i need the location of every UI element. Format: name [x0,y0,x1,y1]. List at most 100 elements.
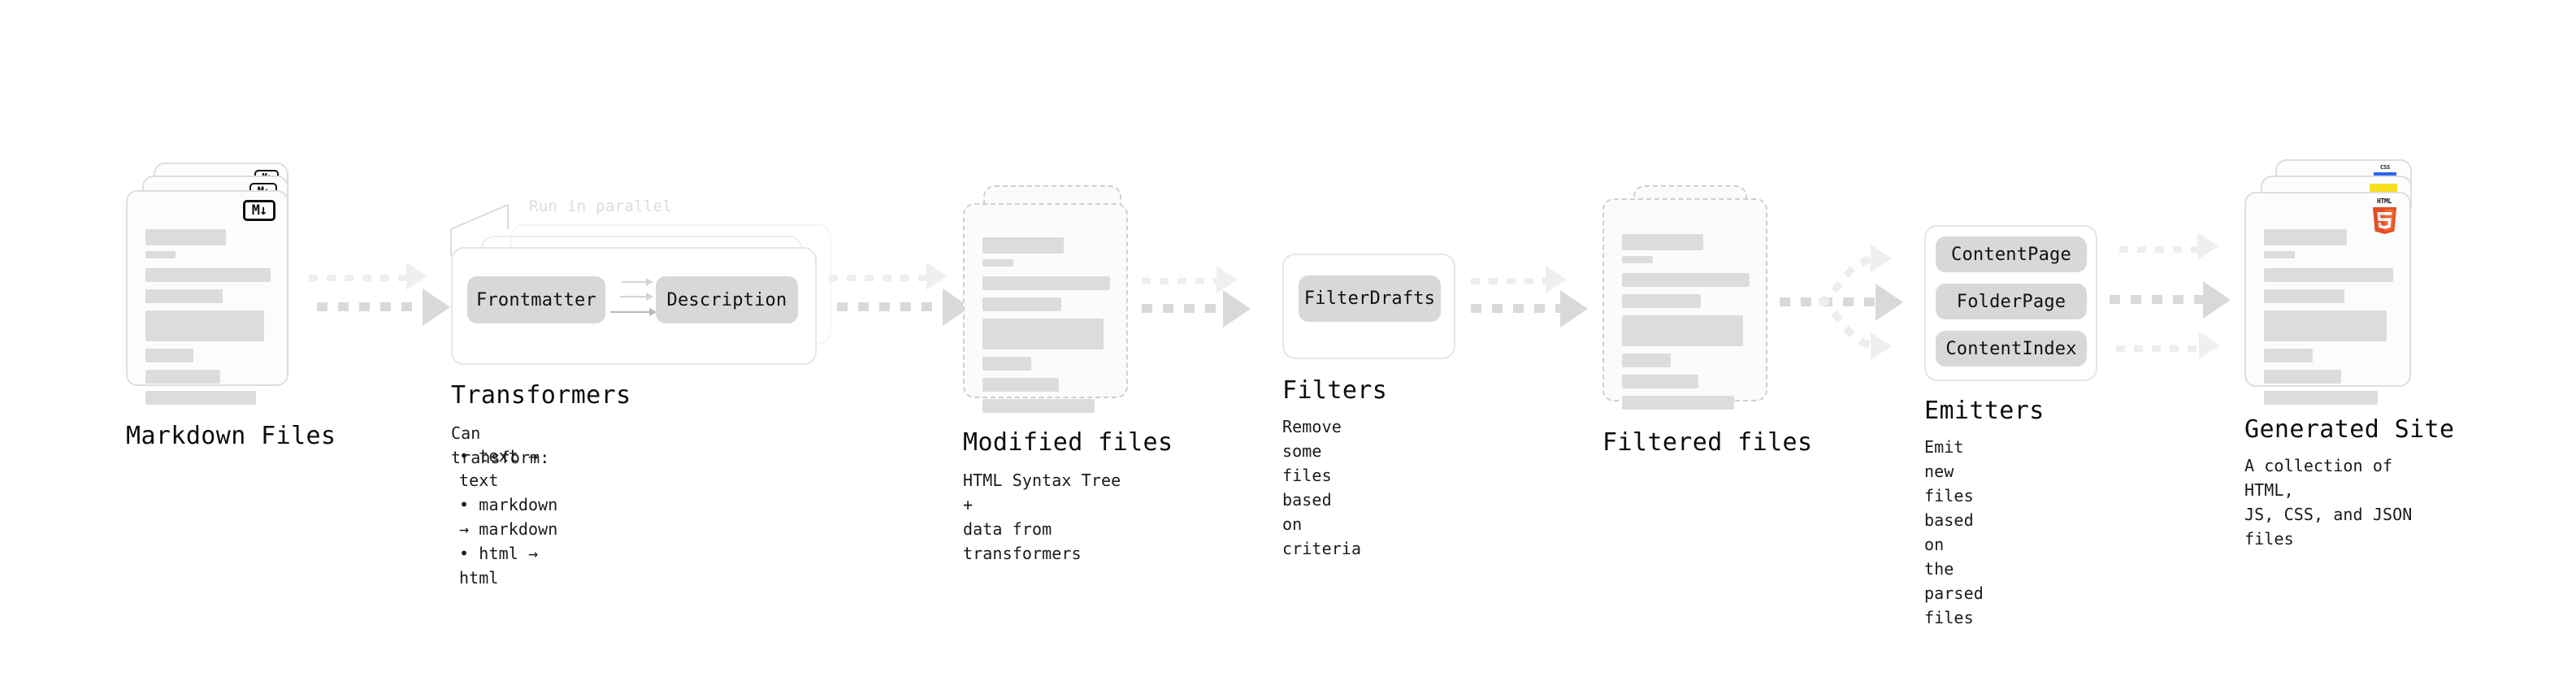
html5-badge-icon: HTML [2369,198,2400,236]
transformers-caption: Can transform: [451,423,550,467]
placeholder-line [1622,315,1744,346]
connector-arrowhead [1546,266,1567,293]
placeholder-line [1622,234,1704,250]
stage-generated-site: CSS HTML [2244,159,2454,549]
connector-dotted-line [317,302,435,311]
placeholder-line [982,259,1013,267]
placeholder-line [2264,310,2387,341]
placeholder-line [2264,229,2347,245]
connector-dotted-line [1142,278,1223,284]
transformers-bullet-item: • html → html [459,544,539,588]
connector-arrowhead [926,262,948,290]
generated-site-caption: A collection of HTML, JS, CSS, and JSON … [2244,456,2413,549]
connector-transformers-to-modified [829,262,971,358]
connector-dotted-line [829,275,935,281]
connector-dotted-line [309,275,414,281]
placeholder-line [1622,273,1750,287]
connector-filtered-to-emitters [1780,236,1926,378]
placeholder-line [982,399,1095,413]
transformers-bullet-list: • text → text • markdown → markdown • ht… [459,444,557,590]
connector-arrowhead [423,288,450,326]
transformer-description-pill[interactable]: Description [656,276,798,323]
filter-filterdrafts-pill[interactable]: FilterDrafts [1299,275,1441,322]
connector-emitters-to-site [2110,232,2248,380]
transformer-frontmatter-pill[interactable]: Frontmatter [467,276,605,323]
placeholder-line [982,319,1104,349]
connector-dotted-line [2116,345,2205,352]
placeholder-line [145,268,271,282]
connector-dotted-line [2119,246,2205,253]
transformers-bullet-item: • text → text [459,446,539,490]
connector-arrowhead [1871,332,1892,360]
bullet-text: text → text [459,446,539,490]
connector-arrowhead [1876,284,1903,321]
stage-title-transformers: Transformers [451,381,631,410]
placeholder-line [982,237,1065,254]
stage-title-filtered-files: Filtered files [1602,428,1813,457]
transform-flow-arrow [622,278,653,286]
emitter-folderpage-pill[interactable]: FolderPage [1936,284,2087,319]
connector-arrowhead [1560,290,1588,327]
connector-arrowhead [2203,281,2231,319]
stage-title-emitters: Emitters [1924,397,2045,425]
placeholder-line [1622,375,1699,388]
connector-dotted-line [837,302,955,311]
emitter-contentindex-pill[interactable]: ContentIndex [1936,331,2087,367]
connector-dotted-line [2110,295,2214,304]
generated-site-stack: CSS HTML [2244,159,2419,405]
stage-title-generated-site: Generated Site [2244,415,2455,444]
placeholder-line [145,391,256,405]
html5-shield-shape [2372,207,2396,234]
placeholder-line [2264,289,2344,303]
fanout-branches [1818,254,1878,350]
modified-doc-front [963,203,1128,413]
stage-title-modified-files: Modified files [963,428,1173,457]
modified-files-caption: HTML Syntax Tree + data from transformer… [963,471,1121,563]
placeholder-line [145,251,176,258]
placeholder-line [1622,294,1702,308]
emitters-caption: Emit new files based on the parsed files [1924,437,1984,627]
connector-filters-to-filtered [1471,266,1601,332]
connector-arrowhead [406,262,427,290]
bullet-text: html → html [459,544,539,588]
connector-arrowhead [1216,266,1238,293]
placeholder-line [145,310,265,341]
connector-arrowhead [1223,290,1251,327]
bullet-text: markdown → markdown [459,495,558,539]
modified-file-stack [963,185,1134,413]
css-badge-icon: CSS [2373,165,2397,179]
placeholder-line [145,229,226,245]
filters-caption: Remove some files based on criteria [1282,417,1362,558]
stage-filtered-files: Filtered files [1602,185,1812,457]
connector-md-to-transformers [309,262,451,358]
markdown-file-stack: M↓ M↓ M↓ [126,163,297,405]
connector-modified-to-filters [1142,266,1264,332]
connector-arrowhead [2197,232,2218,260]
markdown-badge-icon: M↓ [243,200,275,221]
placeholder-line [982,378,1060,392]
connector-dotted-line [1780,297,1889,306]
placeholder-line [1622,354,1671,367]
stage-title-markdown-files: Markdown Files [126,422,336,450]
emitter-contentpage-pill[interactable]: ContentPage [1936,236,2087,272]
connector-arrowhead [1871,245,1892,272]
placeholder-line [1622,396,1735,410]
placeholder-line [145,349,193,362]
doc-content-placeholder [1622,234,1750,417]
run-in-parallel-bracket [450,203,509,257]
stage-markdown-files: M↓ M↓ M↓ Markdown Files [126,163,336,450]
placeholder-line [145,289,223,303]
stage-title-filters: Filters [1282,376,1388,405]
placeholder-line [2264,370,2342,384]
placeholder-line [2264,268,2393,282]
stage-modified-files: Modified files HTML Syntax Tree + data f… [963,185,1173,563]
run-in-parallel-label: Run in parallel [529,197,673,215]
placeholder-line [982,357,1031,371]
connector-dotted-line [1471,278,1552,284]
placeholder-line [2264,349,2314,362]
connector-dotted-line [1471,304,1567,313]
css-badge-label: CSS [2379,164,2391,171]
transformers-bullet-item: • markdown → markdown [459,495,558,539]
transform-flow-arrow [620,293,653,301]
placeholder-line [1622,256,1653,263]
